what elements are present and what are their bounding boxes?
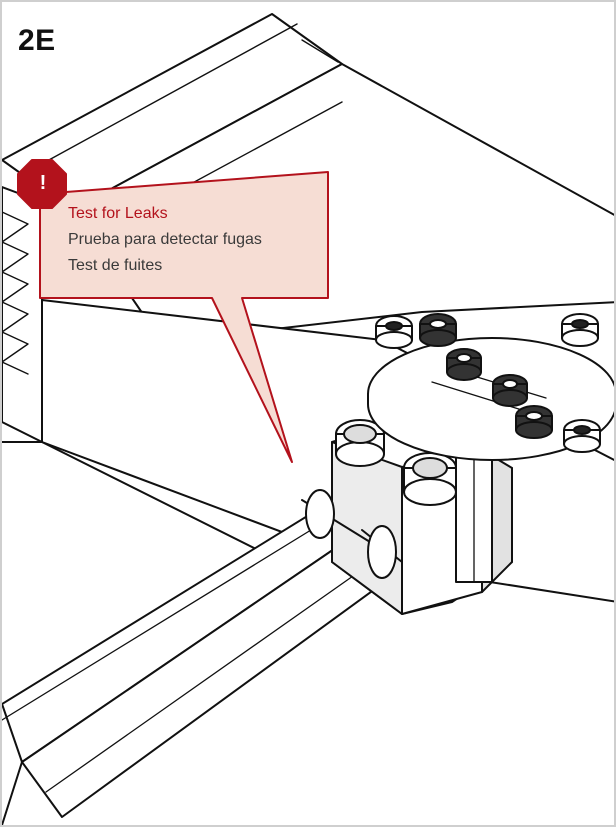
callout-bubble xyxy=(39,171,329,463)
callout-text: Test for Leaks Prueba para detectar fuga… xyxy=(68,201,328,279)
warning-exclamation-icon: ! xyxy=(39,172,47,194)
hex-caps xyxy=(335,419,457,506)
socket-head-screws xyxy=(375,313,601,453)
callout-line-spanish: Prueba para detectar fugas xyxy=(68,231,262,248)
tube-pair xyxy=(2,506,413,825)
warning-hexagon-icon xyxy=(17,159,67,209)
callout-title: Test for Leaks xyxy=(68,205,168,222)
callout-line-french: Test de fuites xyxy=(68,257,163,274)
step-label: 2E xyxy=(18,24,56,57)
